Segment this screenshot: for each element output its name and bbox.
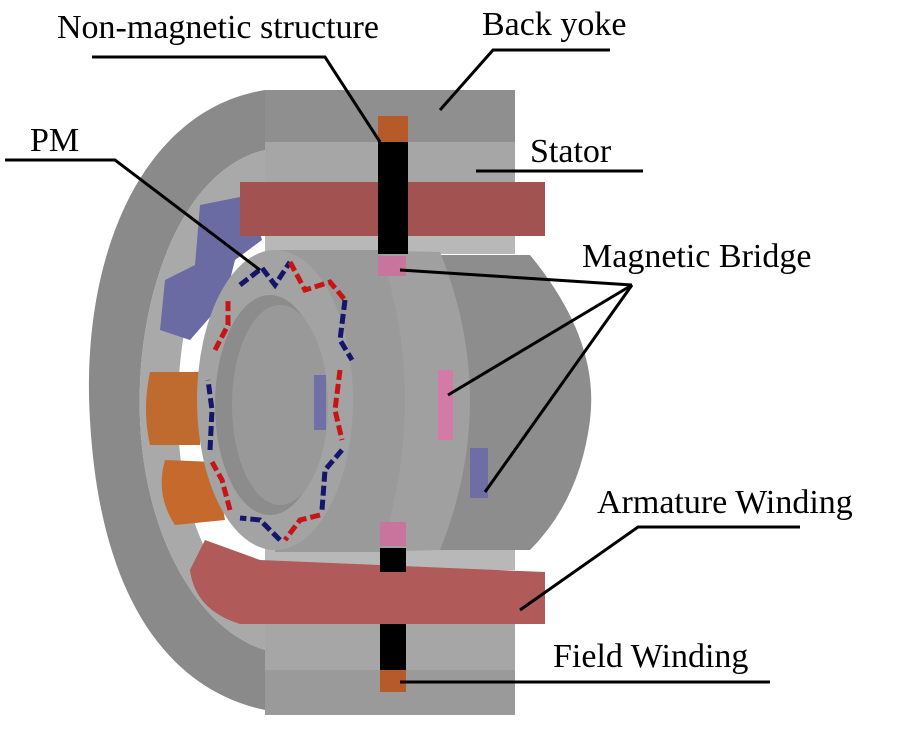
leader-lines [5,48,800,684]
pm-segments [205,260,355,542]
purple-bridge-right [470,448,488,498]
back-yoke-inner-ring [139,150,265,650]
pm-red-left [212,300,231,352]
pm-blue-left [205,379,215,451]
non-magnetic-structure-bottom-lower [380,624,406,670]
label-stator: Stator [530,133,612,170]
label-non-magnetic-structure: Non-magnetic structure [57,9,379,46]
pm-blue-top [238,260,293,290]
field-winding-top [378,116,408,142]
purple-bridge-front [314,375,326,430]
leader-bridge-3 [483,284,634,493]
leader-armature [519,525,800,612]
back-yoke-ring [88,90,265,710]
leader-pm [5,158,261,272]
label-field-winding: Field Winding [553,638,749,675]
leader-non-magnetic [92,55,382,143]
pm-blue-right-low [319,448,344,511]
magnetic-bridge-bottom [380,522,406,546]
pm-red-right [332,369,345,441]
pm-red-bottom [283,512,321,542]
non-magnetic-structure-top-lower [378,236,408,254]
pm-red-top [287,260,347,302]
purple-coil-upper [160,195,262,340]
pm-red-left-low [209,460,233,511]
leader-bridge-2 [447,283,633,397]
leader-bridge-1 [399,268,633,287]
field-winding-bottom [380,670,406,692]
non-magnetic-structure-bottom [380,548,406,572]
field-winding-coil-left-1 [146,372,200,445]
label-pm: PM [30,122,80,159]
rotor-bore-inner [232,305,328,505]
label-back-yoke: Back yoke [482,6,627,43]
magnetic-bridge-middle [438,370,453,440]
armature-winding-bottom [190,540,545,624]
pm-blue-bottom [239,515,282,542]
magnetic-bridge-top [378,256,406,276]
non-magnetic-structure-top [378,140,408,240]
label-armature-winding: Armature Winding [597,484,853,521]
label-magnetic-bridge: Magnetic Bridge [582,238,812,275]
leader-back-yoke [438,48,610,111]
